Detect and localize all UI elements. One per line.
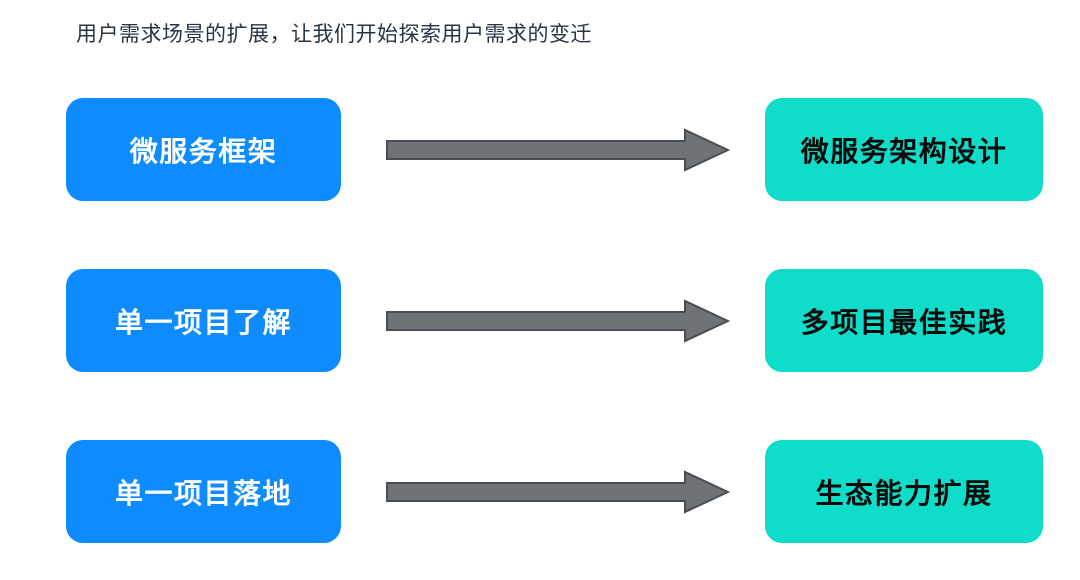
source-node-label: 微服务框架 — [129, 135, 278, 167]
transition-row: 微服务框架 微服务架构设计 — [0, 98, 1080, 201]
target-node-label: 多项目最佳实践 — [800, 306, 1008, 338]
source-node-1[interactable]: 微服务框架 — [66, 98, 341, 201]
transition-row: 单一项目落地 生态能力扩展 — [0, 440, 1080, 543]
right-arrow-icon — [385, 128, 730, 172]
right-arrow-icon — [385, 470, 730, 514]
transition-row: 单一项目了解 多项目最佳实践 — [0, 269, 1080, 372]
target-node-label: 生态能力扩展 — [815, 477, 993, 509]
source-node-label: 单一项目了解 — [114, 306, 292, 338]
source-node-label: 单一项目落地 — [114, 477, 292, 509]
source-node-3[interactable]: 单一项目落地 — [66, 440, 341, 543]
target-node-1[interactable]: 微服务架构设计 — [765, 98, 1043, 201]
page-title: 用户需求场景的扩展，让我们开始探索用户需求的变迁 — [76, 23, 592, 46]
target-node-2[interactable]: 多项目最佳实践 — [765, 269, 1043, 372]
target-node-label: 微服务架构设计 — [800, 135, 1008, 167]
right-arrow-icon — [385, 299, 730, 343]
source-node-2[interactable]: 单一项目了解 — [66, 269, 341, 372]
target-node-3[interactable]: 生态能力扩展 — [765, 440, 1043, 543]
